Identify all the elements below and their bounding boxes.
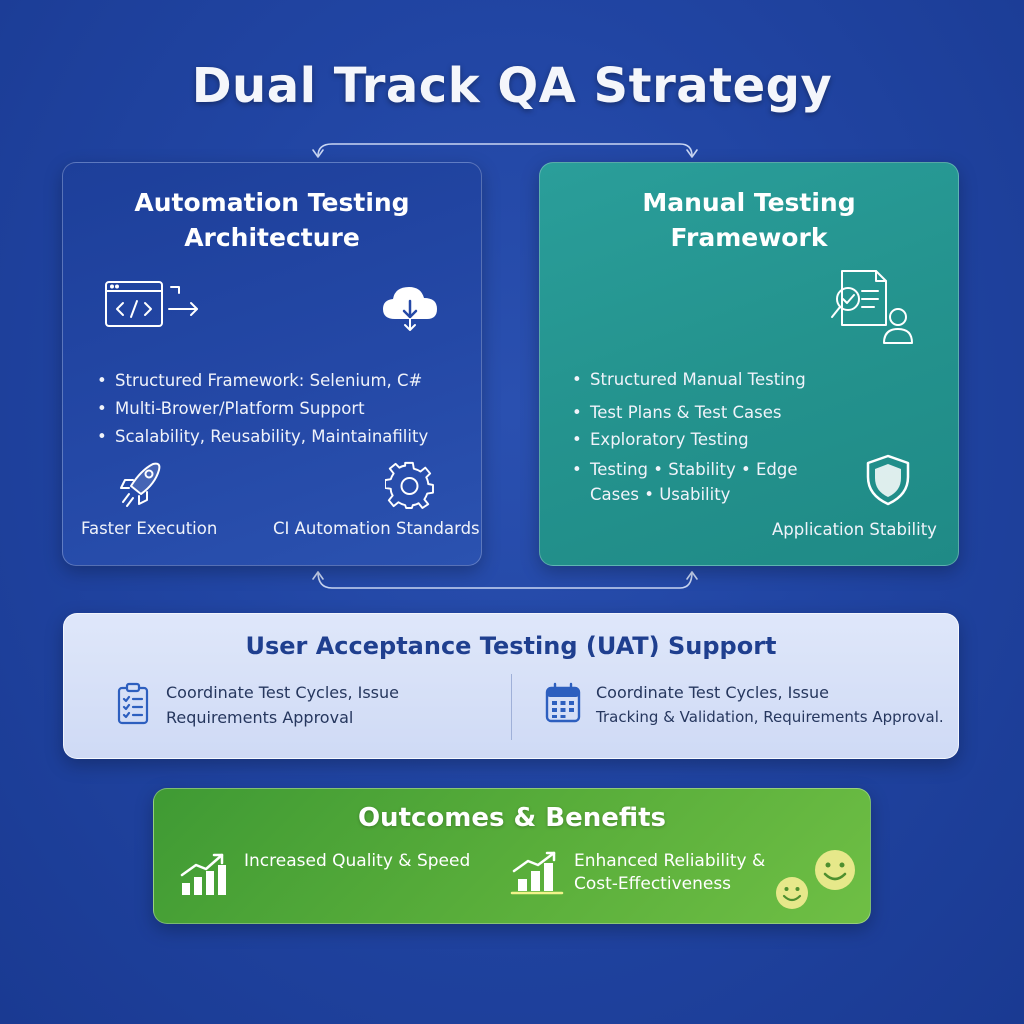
- smiley-icon: [815, 850, 855, 890]
- uat-support-card: User Acceptance Testing (UAT) Support Co…: [63, 613, 959, 759]
- feature-faster-execution: Faster Execution: [81, 519, 218, 538]
- list-item: Multi-Brower/Platform Support: [95, 395, 428, 423]
- manual-testing-card: Manual Testing Framework Structured Manu…: [539, 162, 959, 566]
- gear-icon: [385, 461, 434, 509]
- outcome-reliability-cost: Enhanced Reliability & Cost-Effectivenes…: [574, 851, 766, 894]
- bar-chart-up-icon: [180, 853, 226, 895]
- uat-title: User Acceptance Testing (UAT) Support: [245, 632, 777, 660]
- automation-bullet-list: Structured Framework: Selenium, C# Multi…: [95, 367, 428, 451]
- list-item: Test Plans & Test Cases: [570, 398, 806, 428]
- code-window-icon: [105, 281, 198, 327]
- uat-left-text: Coordinate Test Cycles, Issue Requiremen…: [166, 683, 399, 727]
- uat-divider: [511, 674, 512, 740]
- outcome-quality-speed: Increased Quality & Speed: [244, 851, 471, 871]
- manual-card-title: Manual Testing Framework: [642, 188, 856, 252]
- outcomes-benefits-card: Outcomes & Benefits Increased Quality & …: [153, 788, 871, 924]
- shield-icon: [866, 454, 910, 506]
- manual-bullet-list: Structured Manual Testing Test Plans & T…: [570, 365, 806, 507]
- automation-card-title: Automation Testing Architecture: [134, 188, 410, 252]
- calendar-icon: [545, 682, 581, 723]
- list-item: Structured Framework: Selenium, C#: [95, 367, 428, 395]
- page-title: Dual Track QA Strategy: [191, 58, 833, 114]
- cloud-download-icon: [383, 287, 437, 331]
- feature-application-stability: Application Stability: [772, 520, 937, 539]
- clipboard-checklist-icon: [117, 682, 149, 725]
- bar-chart-up-icon: [510, 851, 564, 895]
- uat-right-text: Coordinate Test Cycles, Issue Tracking &…: [596, 683, 944, 726]
- list-item: Exploratory Testing: [570, 425, 806, 455]
- automation-testing-card: Automation Testing Architecture Struct: [62, 162, 482, 566]
- feature-ci-automation-standards: CI Automation Standards: [273, 519, 480, 538]
- list-item: Scalability, Reusability, Maintainafilit…: [95, 423, 428, 451]
- list-item: Testing • Stability • Edge Cases • Usabi…: [570, 457, 806, 507]
- smiley-icon: [776, 877, 808, 909]
- outcomes-title: Outcomes & Benefits: [357, 803, 667, 833]
- rocket-icon: [120, 462, 161, 507]
- document-search-user-icon: [831, 270, 913, 344]
- list-item: Structured Manual Testing: [570, 365, 806, 395]
